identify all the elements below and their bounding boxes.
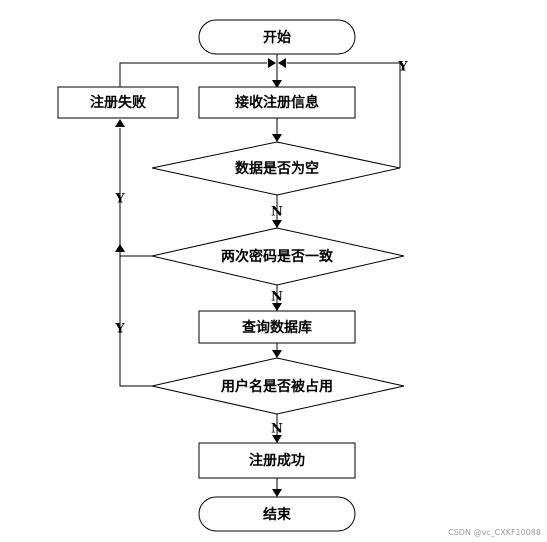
- end-terminal-shape: [198, 496, 356, 532]
- node-register-success: 注册成功: [198, 442, 356, 479]
- arrowhead-mid-left: [115, 244, 125, 252]
- arrowhead-into-passwords: [272, 220, 282, 228]
- arrowhead-into-end: [272, 489, 282, 497]
- label-empty-no: N: [271, 205, 283, 220]
- node-register-fail: 注册失败: [57, 86, 179, 119]
- data-empty-diamond: [151, 141, 401, 196]
- arrowhead-into-query: [272, 303, 282, 311]
- label-password-no: N: [271, 290, 283, 305]
- query-db-box: [198, 310, 356, 344]
- passwords-match-diamond: [151, 227, 405, 286]
- edge-fail-loop: [119, 62, 267, 87]
- label-password-yes: Y: [114, 192, 125, 207]
- arrowhead-loop-left: [268, 58, 276, 68]
- arrowhead-into-success: [272, 435, 282, 443]
- connectors: [119, 54, 401, 497]
- start-terminal-shape: [198, 19, 356, 55]
- edge-labels: Y N Y N Y N: [114, 60, 408, 437]
- username-taken-label: 用户名是否被占用: [221, 378, 333, 395]
- passwords-match-label: 两次密码是否一致: [221, 248, 334, 265]
- arrowhead-loop-right: [278, 58, 286, 68]
- arrowheads: [115, 58, 286, 497]
- label-taken-no: N: [271, 422, 283, 437]
- username-taken-diamond: [151, 357, 405, 415]
- receive-info-box: [198, 86, 356, 119]
- watermark-text: CSDN @vc_CXKF10088: [448, 528, 541, 537]
- end-label: 结束: [263, 506, 292, 523]
- label-empty-yes: Y: [397, 60, 408, 75]
- node-receive-info: 接收注册信息: [198, 86, 356, 119]
- arrowhead-into-taken: [272, 350, 282, 358]
- node-end: 结束: [198, 496, 356, 532]
- start-label: 开始: [263, 29, 291, 46]
- register-fail-label: 注册失败: [90, 94, 147, 111]
- node-passwords-match: 两次密码是否一致: [151, 227, 405, 286]
- receive-info-label: 接收注册信息: [235, 94, 319, 111]
- arrowhead-into-fail: [115, 119, 125, 127]
- edge-password-yes: [119, 128, 152, 257]
- node-data-empty: 数据是否为空: [151, 141, 401, 196]
- edge-empty-yes-loop: [287, 62, 401, 168]
- register-success-label: 注册成功: [249, 452, 305, 469]
- node-username-taken: 用户名是否被占用: [151, 357, 405, 415]
- arrowhead-into-receive: [272, 80, 282, 88]
- node-query-db: 查询数据库: [198, 310, 356, 344]
- register-success-box: [198, 442, 356, 479]
- label-taken-yes: Y: [114, 322, 125, 337]
- node-start: 开始: [198, 19, 356, 55]
- register-fail-box: [57, 86, 179, 119]
- data-empty-label: 数据是否为空: [235, 160, 319, 177]
- query-db-label: 查询数据库: [242, 319, 312, 336]
- edge-taken-yes: [119, 256, 152, 387]
- arrowhead-into-empty: [272, 134, 282, 142]
